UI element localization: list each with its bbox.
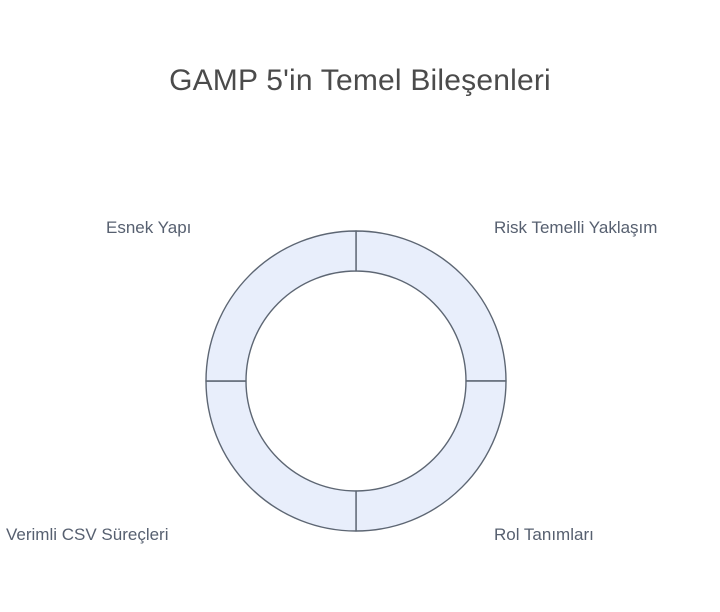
donut-slice-verimli-csv-surecleri[interactable]: [205, 380, 357, 532]
donut-label-risk-temelli-yaklasim: Risk Temelli Yaklaşım: [494, 218, 658, 237]
donut-label-esnek-yapi: Esnek Yapı: [106, 218, 192, 237]
donut-slice-rol-tanimlari[interactable]: [355, 380, 507, 532]
donut-label-rol-tanimlari: Rol Tanımları: [494, 525, 594, 544]
donut-chart: [205, 230, 507, 532]
donut-slice-esnek-yapi[interactable]: [205, 230, 357, 382]
donut-chart-svg: [205, 230, 507, 532]
donut-slice-risk-temelli-yaklasim[interactable]: [355, 230, 507, 382]
page-title: GAMP 5'in Temel Bileşenleri: [169, 64, 551, 97]
donut-label-verimli-csv-surecleri: Verimli CSV Süreçleri: [6, 525, 169, 544]
